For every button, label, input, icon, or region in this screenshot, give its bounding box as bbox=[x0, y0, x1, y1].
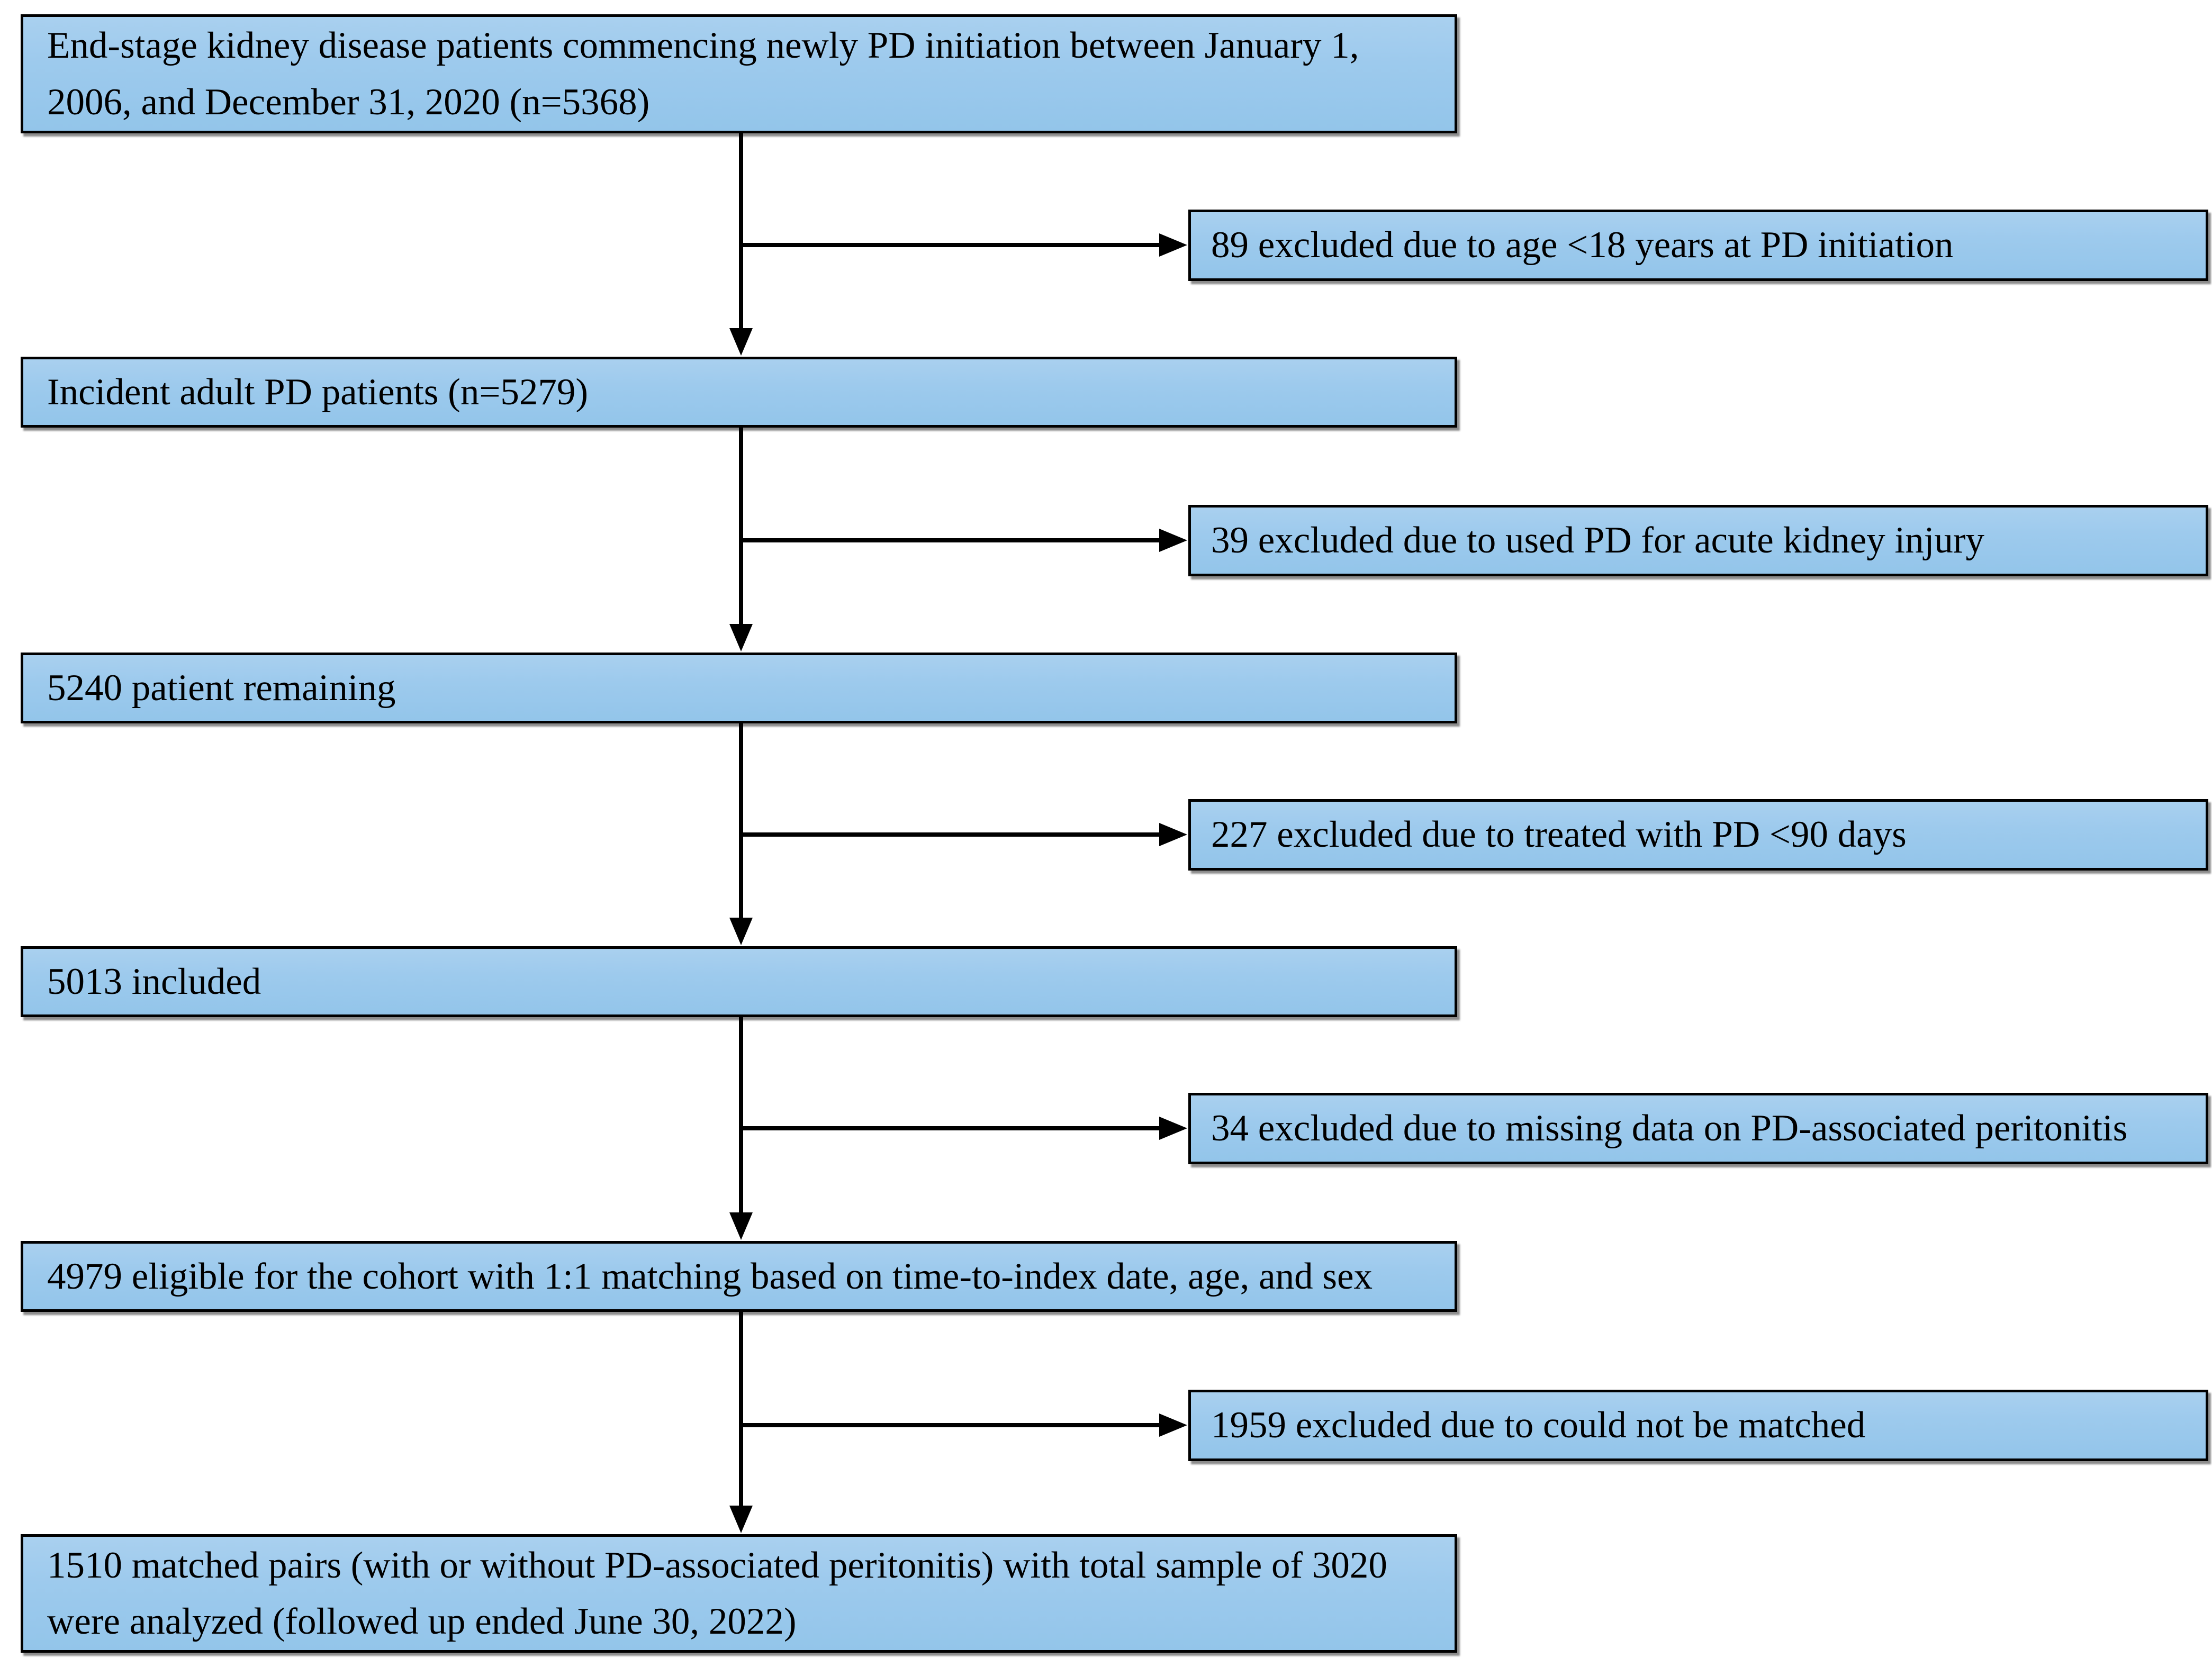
arrowhead-right-5-icon bbox=[1159, 1414, 1187, 1437]
arrowhead-down-3-icon bbox=[729, 918, 753, 945]
flow-box-excluded-pd-duration: 227 excluded due to treated with PD <90 … bbox=[1188, 799, 2208, 871]
arrowhead-right-1-icon bbox=[1159, 233, 1187, 257]
arrowhead-right-3-icon bbox=[1159, 823, 1187, 846]
flow-box-source-population: End-stage kidney disease patients commen… bbox=[21, 14, 1457, 133]
arrowhead-down-4-icon bbox=[729, 1212, 753, 1240]
flow-box-excluded-aki-text: 39 excluded due to used PD for acute kid… bbox=[1211, 520, 1985, 561]
flow-box-excluded-unmatched-text: 1959 excluded due to could not be matche… bbox=[1211, 1405, 1866, 1446]
flow-box-incident-adult-pd-patients: Incident adult PD patients (n=5279) bbox=[21, 357, 1457, 428]
flow-box-source-population-text: End-stage kidney disease patients commen… bbox=[47, 25, 1359, 123]
arrowhead-right-4-icon bbox=[1159, 1117, 1187, 1140]
arrowhead-right-2-icon bbox=[1159, 529, 1187, 552]
flow-box-patients-remaining-text: 5240 patient remaining bbox=[47, 667, 396, 709]
flow-box-incident-adult-pd-patients-text: Incident adult PD patients (n=5279) bbox=[47, 371, 589, 413]
flow-box-eligible-cohort-text: 4979 eligible for the cohort with 1:1 ma… bbox=[47, 1255, 1373, 1297]
flow-box-excluded-pd-duration-text: 227 excluded due to treated with PD <90 … bbox=[1211, 814, 1907, 856]
flow-box-patients-remaining: 5240 patient remaining bbox=[21, 653, 1457, 723]
flow-box-excluded-missing-data-text: 34 excluded due to missing data on PD-as… bbox=[1211, 1108, 2128, 1149]
flow-box-excluded-missing-data: 34 excluded due to missing data on PD-as… bbox=[1188, 1093, 2208, 1164]
flow-box-included-text: 5013 included bbox=[47, 961, 261, 1002]
flow-box-matched-pairs-analyzed-text: 1510 matched pairs (with or without PD-a… bbox=[47, 1544, 1387, 1643]
flow-box-eligible-cohort: 4979 eligible for the cohort with 1:1 ma… bbox=[21, 1241, 1457, 1312]
flow-box-excluded-unmatched: 1959 excluded due to could not be matche… bbox=[1188, 1390, 2208, 1461]
arrowhead-down-5-icon bbox=[729, 1506, 753, 1533]
flow-box-matched-pairs-analyzed: 1510 matched pairs (with or without PD-a… bbox=[21, 1534, 1457, 1653]
arrowhead-down-2-icon bbox=[729, 624, 753, 651]
flow-box-included: 5013 included bbox=[21, 946, 1457, 1017]
flow-box-excluded-age-text: 89 excluded due to age <18 years at PD i… bbox=[1211, 224, 1954, 266]
arrowhead-down-1-icon bbox=[729, 328, 753, 356]
flow-box-excluded-aki: 39 excluded due to used PD for acute kid… bbox=[1188, 505, 2208, 576]
flow-box-excluded-age: 89 excluded due to age <18 years at PD i… bbox=[1188, 210, 2208, 281]
